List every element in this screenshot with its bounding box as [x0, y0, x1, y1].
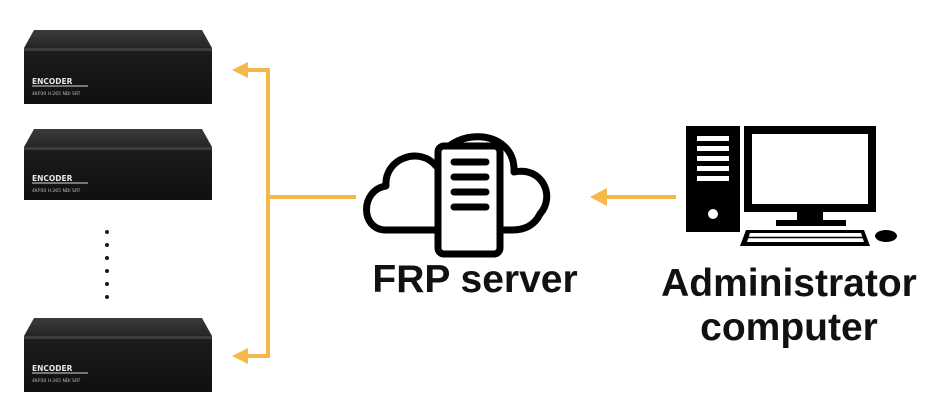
arrowhead-to-bottom-encoder: [232, 348, 248, 364]
administrator-computer-label: Administrator computer: [636, 262, 942, 349]
pc-mouse: [875, 230, 897, 242]
vertical-ellipsis-icon: [105, 230, 109, 299]
admin-label-line-1: Administrator: [661, 262, 917, 305]
desktop-computer-icon: [686, 126, 897, 246]
admin-to-server-arrow: [590, 188, 676, 206]
encoder-spec-label: 4KP30 H.265 NDI SRT: [32, 91, 81, 97]
encoder-device-3: ENCODER 4KP30 H.265 NDI SRT: [24, 318, 212, 392]
cloud-server-icon: [363, 133, 551, 258]
encoder-spec-label: 4KP30 H.265 NDI SRT: [32, 378, 81, 384]
encoder-brand-label: ENCODER: [32, 77, 73, 86]
distribution-connector: [242, 68, 356, 358]
frp-server-label: FRP server: [372, 258, 578, 301]
encoder-device-1: ENCODER 4KP30 H.265 NDI SRT: [24, 30, 212, 104]
admin-label-line-2: computer: [700, 305, 878, 349]
encoder-device-2: ENCODER 4KP30 H.265 NDI SRT: [24, 129, 212, 200]
encoder-brand-label: ENCODER: [32, 174, 73, 183]
encoder-brand-label: ENCODER: [32, 364, 73, 373]
arrowhead-to-top-encoder: [232, 62, 248, 78]
encoder-spec-label: 4KP30 H.265 NDI SRT: [32, 188, 81, 194]
arrowhead-to-server: [590, 188, 607, 206]
server-tower-outline: [434, 142, 504, 258]
